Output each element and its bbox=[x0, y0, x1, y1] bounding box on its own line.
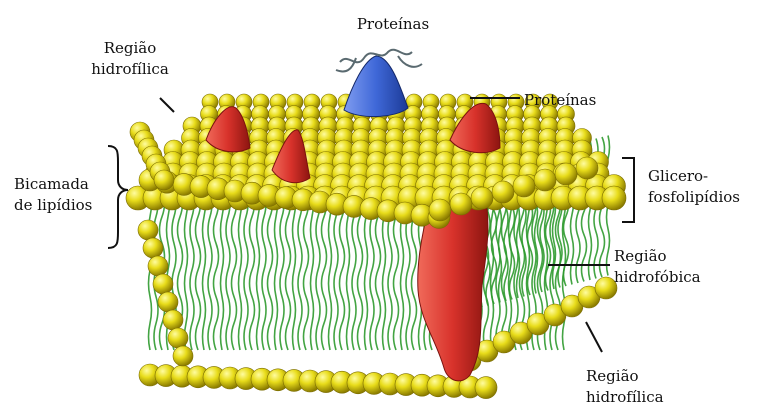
lipid-tail bbox=[244, 190, 248, 350]
lipid-tail bbox=[491, 190, 494, 350]
label-glycerophospholipids: Glicero- fosfolipídios bbox=[648, 166, 740, 208]
lipid-tail bbox=[502, 190, 507, 350]
label-right-proteins: Proteínas bbox=[524, 90, 596, 111]
lipid-head bbox=[602, 186, 626, 210]
lipid-tail bbox=[221, 190, 224, 350]
lipid-tail bbox=[286, 190, 291, 350]
lipid-head bbox=[168, 328, 188, 348]
lipid-tail bbox=[509, 190, 512, 350]
lipid-head bbox=[534, 169, 556, 191]
lipid-tail bbox=[304, 190, 309, 350]
lipid-head bbox=[429, 199, 451, 221]
lipid-tail bbox=[329, 190, 332, 350]
label-hydrophilic-bottom-line1: Região bbox=[586, 366, 664, 387]
label-glycerophospholipids-line2: fosfolipídios bbox=[648, 187, 740, 208]
label-right-proteins-text: Proteínas bbox=[524, 91, 596, 109]
lipid-tail bbox=[226, 190, 230, 350]
label-hydrophobic-line2: hidrofóbica bbox=[614, 267, 701, 288]
label-lipid-bilayer-line2: de lipídios bbox=[14, 195, 92, 216]
lipid-tail bbox=[208, 190, 212, 350]
lipid-head bbox=[471, 187, 493, 209]
lipid-tail bbox=[298, 190, 302, 350]
label-hydrophobic-line1: Região bbox=[614, 246, 701, 267]
label-top-proteins-text: Proteínas bbox=[357, 15, 429, 33]
lipid-head bbox=[513, 175, 535, 197]
lipid-tail bbox=[293, 190, 296, 350]
lipid-tail bbox=[232, 190, 237, 350]
lipid-head bbox=[492, 181, 514, 203]
lipid-tail bbox=[322, 190, 327, 350]
lipid-tail bbox=[316, 190, 320, 350]
label-glycerophospholipids-line1: Glicero- bbox=[648, 166, 740, 187]
lipid-head bbox=[555, 163, 577, 185]
lipid-head bbox=[153, 274, 173, 294]
lipid-tail bbox=[190, 190, 194, 350]
lipid-tail bbox=[196, 190, 201, 350]
label-top-proteins: Proteínas bbox=[338, 14, 448, 35]
lipid-tail bbox=[185, 190, 188, 350]
lipid-tail bbox=[239, 190, 242, 350]
label-hydrophilic-bottom: Região hidrofílica bbox=[586, 366, 664, 408]
lipid-tail bbox=[214, 190, 219, 350]
label-hydrophilic-top-line1: Região bbox=[80, 38, 180, 59]
lipid-head bbox=[576, 157, 598, 179]
lipid-tail bbox=[280, 190, 284, 350]
lipid-tail bbox=[311, 190, 314, 350]
lipid-tail bbox=[203, 190, 206, 350]
lipid-head bbox=[475, 377, 497, 399]
lipid-head bbox=[143, 238, 163, 258]
label-hydrophilic-bottom-line2: hidrofílica bbox=[586, 387, 664, 408]
label-lipid-bilayer-line1: Bicamada bbox=[14, 174, 92, 195]
lipid-tail bbox=[275, 190, 278, 350]
lipid-head bbox=[173, 346, 193, 366]
lipid-tail bbox=[268, 190, 273, 350]
label-hydrophilic-top: Região hidrofílica bbox=[80, 38, 180, 80]
lipid-tail bbox=[257, 190, 260, 350]
lipid-head bbox=[158, 292, 178, 312]
lipid-head bbox=[148, 256, 168, 276]
lipid-head bbox=[450, 193, 472, 215]
lipid-tail bbox=[250, 190, 255, 350]
label-hydrophobic: Região hidrofóbica bbox=[614, 246, 701, 288]
label-lipid-bilayer: Bicamada de lipídios bbox=[14, 174, 92, 216]
lipid-head bbox=[138, 220, 158, 240]
lipid-head bbox=[163, 310, 183, 330]
lipid-head bbox=[154, 170, 174, 190]
label-hydrophilic-top-line2: hidrofílica bbox=[80, 59, 180, 80]
lipid-tail bbox=[262, 190, 266, 350]
